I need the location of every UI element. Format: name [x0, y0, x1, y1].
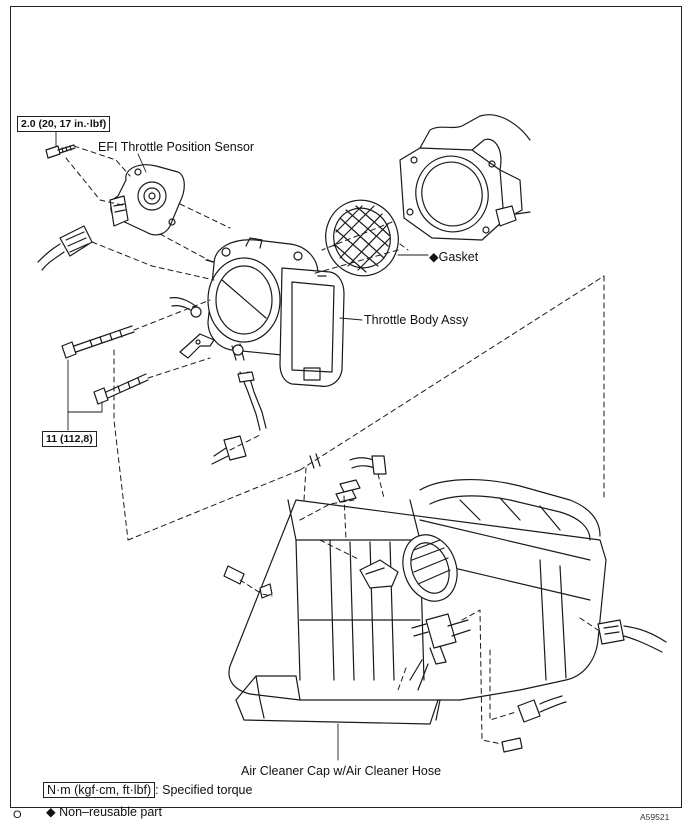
- label-throttle-position-sensor: EFI Throttle Position Sensor: [98, 140, 255, 154]
- assembly-dashed-lines: [65, 145, 605, 745]
- label-gasket: ◆Gasket: [429, 250, 479, 264]
- legend-nonreusable: ◆ Non–reusable part: [46, 805, 162, 819]
- air-cleaner-cap: [228, 479, 607, 725]
- throttle-body-bolts: [61, 325, 149, 405]
- right-connectors: [501, 619, 667, 753]
- sensor-connector: [37, 225, 93, 271]
- torque-spec-sensor-screw: 2.0 (20, 17 in.·lbf): [17, 116, 111, 132]
- label-air-cleaner-cap: Air Cleaner Cap w/Air Cleaner Hose: [241, 764, 442, 778]
- air-flow-tube: [359, 534, 458, 602]
- gasket-part: [325, 199, 399, 277]
- figure-id: A59521: [640, 812, 670, 822]
- legend-unit-box: N·m (kgf·cm, ft·lbf): [43, 782, 156, 798]
- throttle-position-sensor: [109, 164, 185, 236]
- sensor-screw: [45, 144, 76, 159]
- throttle-body-hoses: [169, 297, 267, 431]
- legend-unit-desc: : Specified torque: [155, 783, 253, 797]
- intake-chamber: [399, 114, 531, 241]
- diagram-frame: [10, 6, 682, 808]
- air-cleaner-hoses: [223, 453, 387, 599]
- leader-lines: [55, 131, 429, 761]
- small-connector: [211, 435, 247, 465]
- label-throttle-body: Throttle Body Assy: [364, 313, 469, 327]
- page-mark: O: [13, 809, 22, 821]
- throttle-body: [205, 237, 345, 387]
- throttle-bracket: [179, 333, 215, 359]
- torque-spec-throttle-bolts: 11 (112,8): [42, 431, 97, 447]
- legend-torque: N·m (kgf·cm, ft·lbf): Specified torque: [43, 782, 253, 798]
- vsv-valve: [409, 613, 471, 691]
